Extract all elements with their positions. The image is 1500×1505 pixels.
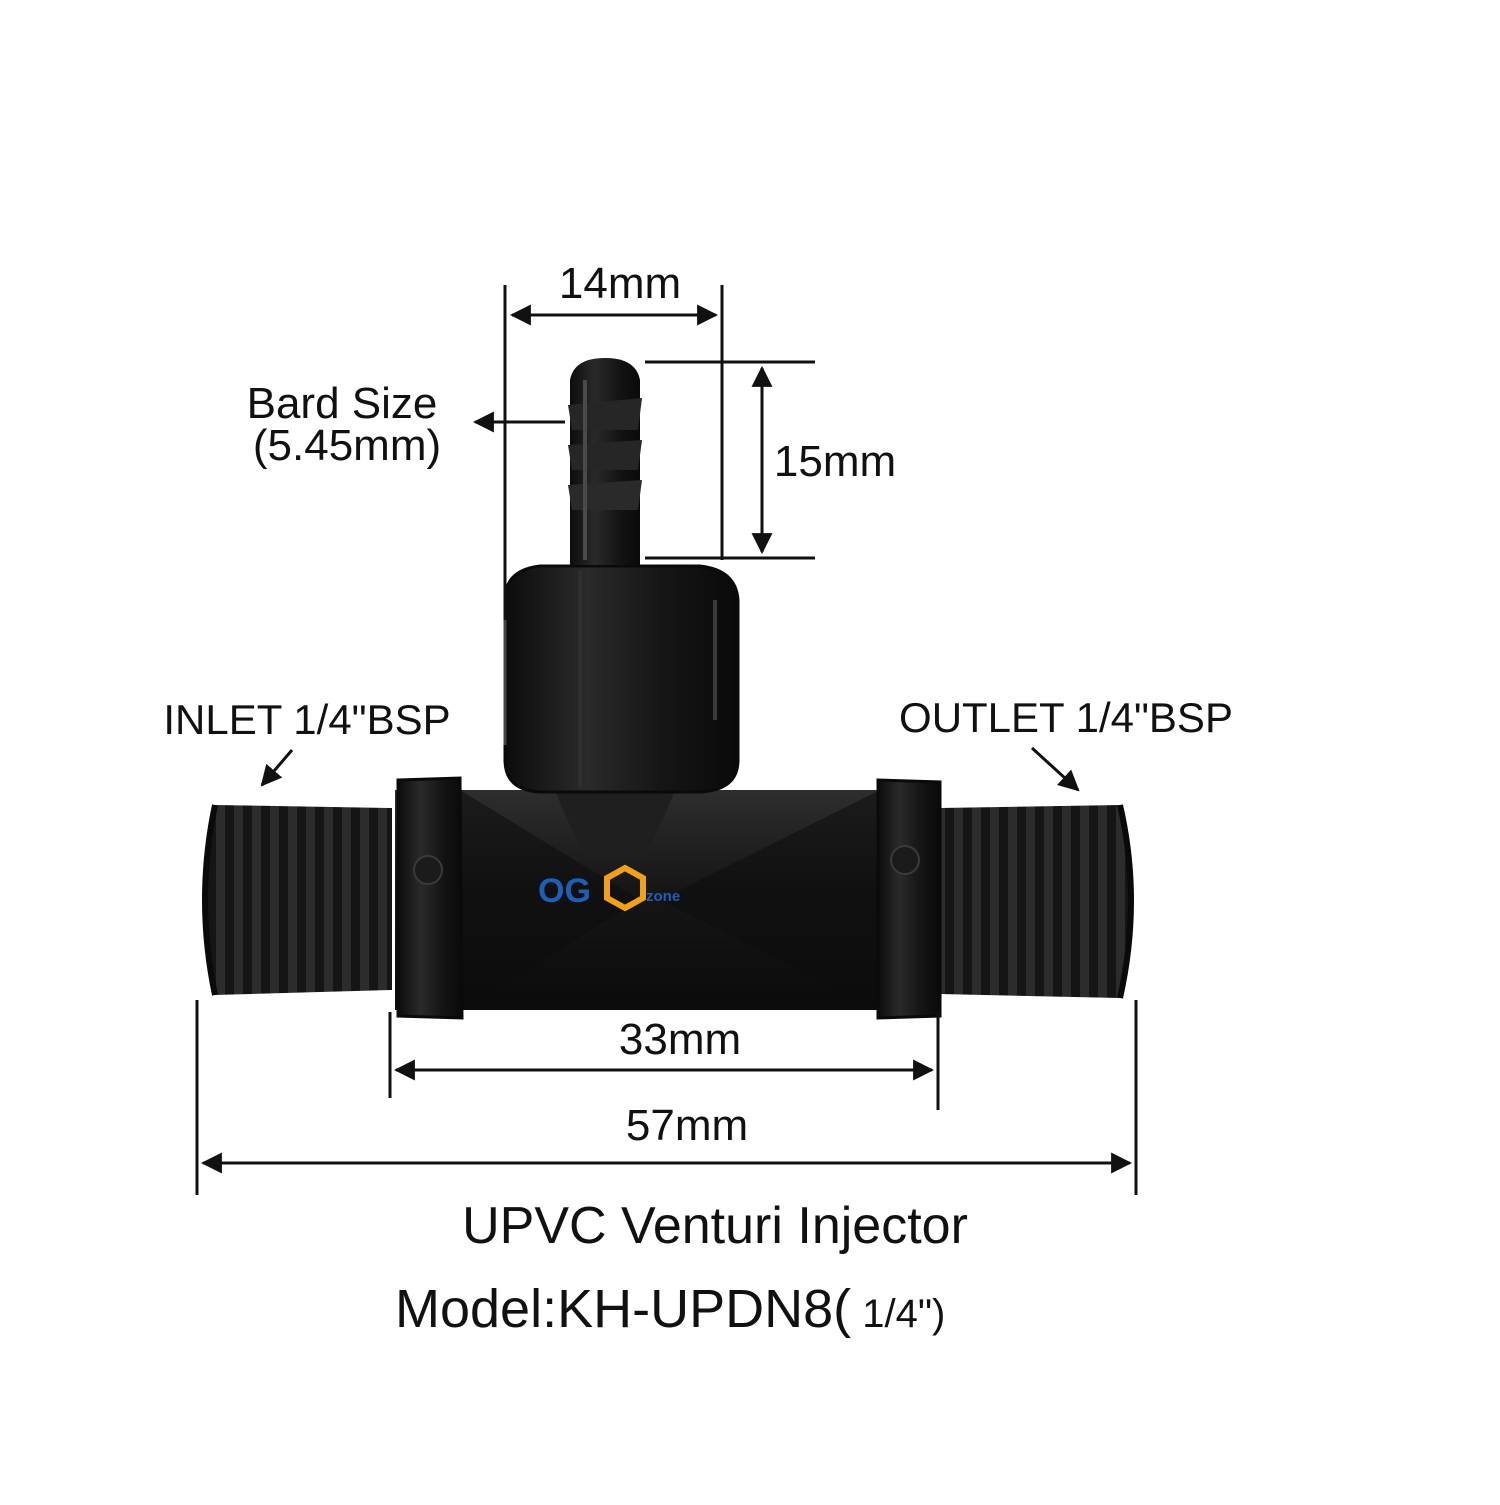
product-model: Model:KH-UPDN8( 1/4") bbox=[395, 1279, 945, 1339]
tee-neck bbox=[555, 790, 675, 860]
dimension-lines bbox=[195, 285, 1138, 1195]
label-15mm: 15mm bbox=[774, 437, 896, 486]
inlet-pointer bbox=[260, 749, 294, 787]
barb-nipple bbox=[568, 358, 642, 565]
ozone-logo-icon: OG zone bbox=[538, 864, 680, 912]
label-barb-size: Bard Size bbox=[247, 379, 438, 428]
collar-pin-right bbox=[890, 845, 920, 875]
model-size: 1/4") bbox=[851, 1292, 945, 1336]
inlet-thread bbox=[202, 804, 392, 996]
product-name: UPVC Venturi Injector bbox=[462, 1197, 968, 1255]
injector-part: OG zone bbox=[202, 358, 1134, 1020]
label-33mm: 33mm bbox=[619, 1015, 741, 1064]
label-57mm: 57mm bbox=[626, 1101, 748, 1150]
collar-pin-left bbox=[413, 855, 443, 885]
label-outlet: OUTLET 1/4"BSP bbox=[899, 694, 1233, 741]
outlet-thread bbox=[940, 804, 1134, 999]
model-prefix: Model:KH-UPDN8( bbox=[395, 1279, 851, 1339]
label-barb-size-value: (5.45mm) bbox=[253, 421, 441, 470]
hex-collar-right bbox=[876, 778, 942, 1020]
logo-small-word: zone bbox=[646, 888, 680, 905]
label-inlet: INLET 1/4"BSP bbox=[163, 696, 450, 743]
hex-collar-left bbox=[396, 776, 464, 1020]
venturi-throat bbox=[460, 790, 880, 1010]
logo-letters: OG bbox=[538, 872, 591, 910]
label-14mm: 14mm bbox=[559, 259, 681, 308]
labels: 14mm Bard Size (5.45mm) 15mm INLET 1/4"B… bbox=[163, 259, 1233, 1339]
suction-cap bbox=[503, 564, 740, 794]
outlet-pointer bbox=[1030, 746, 1080, 792]
